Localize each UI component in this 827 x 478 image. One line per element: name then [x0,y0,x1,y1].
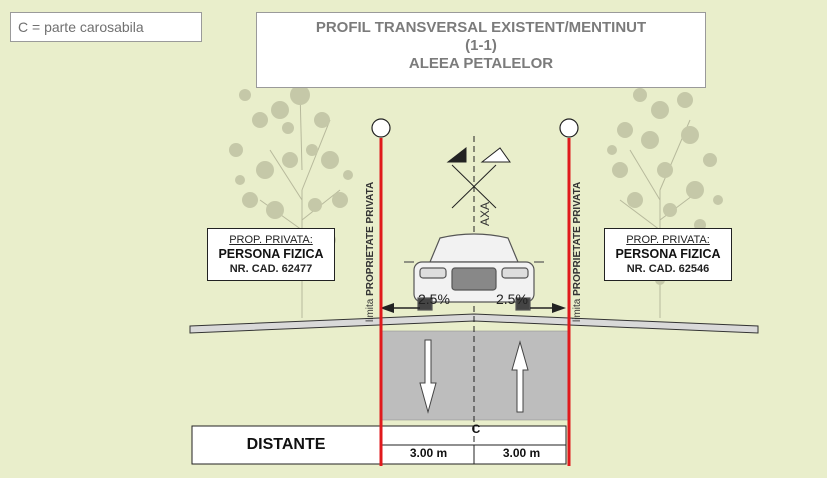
boundary-marker-right [559,118,579,138]
title-box: PROFIL TRANSVERSAL EXISTENT/MENTINUT (1-… [256,12,706,88]
tree-left [229,85,353,318]
boundary-text-right: PROPRIETATE PRIVATA [572,181,583,296]
boundary-label-right: limita PROPRIETATE PRIVATA [572,182,583,322]
left-property-label: PROP. PRIVATA: [229,234,313,246]
left-property-owner: PERSONA FIZICA [218,247,324,261]
title-line-3: ALEEA PETALELOR [408,55,554,72]
right-property-box: PROP. PRIVATA: PERSONA FIZICA NR. CAD. 6… [604,228,732,281]
axis-symbol [446,146,511,209]
lane-width-left: 3.00 m [409,446,448,460]
boundary-label-left: limita PROPRIETATE PRIVATA [365,182,376,322]
car-icon [404,233,544,311]
slope-arrow-right [530,303,566,313]
legend-text: C = parte carosabila [18,19,144,35]
lane-arrow-up [511,340,529,413]
boundary-text-left: PROPRIETATE PRIVATA [365,181,376,296]
boundary-prefix-right: limita [572,298,583,322]
carriageway-section-label: C [471,422,481,436]
right-property-cadastral: NR. CAD. 62546 [626,263,710,275]
right-property-label: PROP. PRIVATA: [626,234,710,246]
right-property-owner: PERSONA FIZICA [615,247,721,261]
slope-right-label: 2.5% [496,291,528,307]
axis-label: AXA [478,201,492,226]
left-property-cadastral: NR. CAD. 62477 [229,263,313,275]
distances-row-label: DISTANTE [246,436,326,453]
title-line-1: PROFIL TRANSVERSAL EXISTENT/MENTINUT [315,19,647,36]
carriageway-section [380,330,571,421]
left-property-box: PROP. PRIVATA: PERSONA FIZICA NR. CAD. 6… [207,228,335,281]
lane-arrow-down [419,339,437,414]
legend-box: C = parte carosabila [10,12,202,42]
boundary-prefix-left: limita [365,298,376,322]
title-line-2: (1-1) [465,37,497,54]
slope-left-label: 2.5% [418,291,450,307]
tree-right [607,88,723,318]
lane-width-right: 3.00 m [502,446,541,460]
boundary-marker-left [371,118,391,138]
slope-arrow-left [380,303,420,313]
